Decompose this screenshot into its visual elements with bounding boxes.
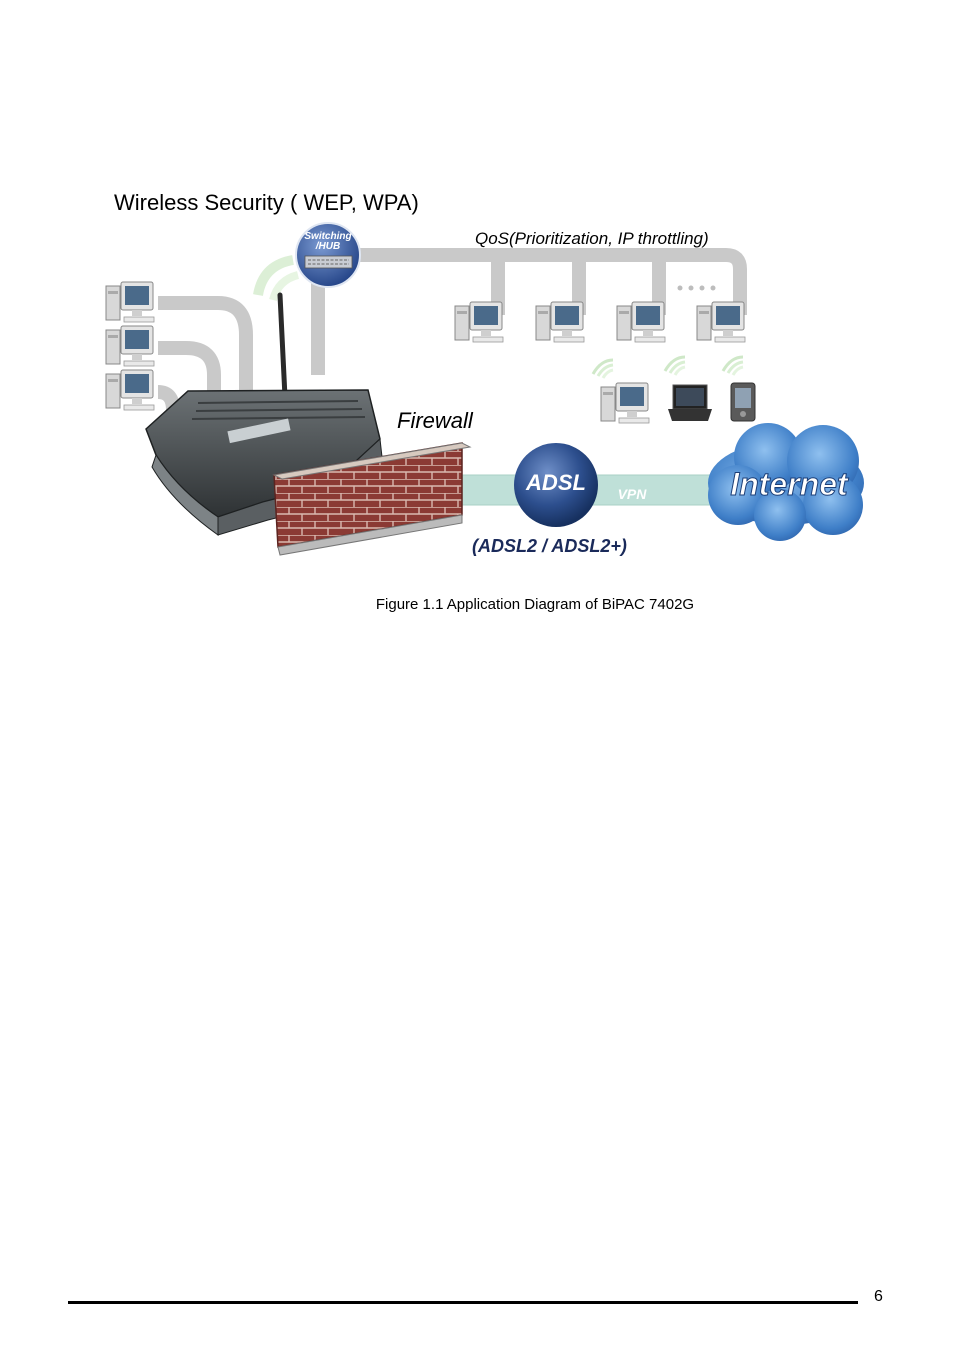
figure-caption: Figure 1.1 Application Diagram of BiPAC … (375, 596, 695, 613)
switching-hub-icon (295, 222, 361, 288)
footer-rule (68, 1301, 858, 1304)
qos-bus-cables (311, 248, 747, 375)
page-number: 6 (874, 1288, 883, 1305)
pc-icon-qos-1 (454, 301, 504, 343)
internet-cloud-icon (708, 423, 864, 541)
pc-icon-left-2 (105, 325, 155, 367)
internet-label: Internet (730, 466, 849, 502)
wireless-waves (253, 255, 300, 302)
switching-hub-label: Switching (304, 231, 351, 242)
more-dots (677, 285, 716, 291)
pc-icon-left-1 (105, 281, 155, 323)
application-diagram: Switching /HUB ADSL VPN Internet Wireles… (105, 190, 864, 556)
pc-icon-qos-2 (535, 301, 585, 343)
pc-icon-qos-4 (696, 301, 746, 343)
firewall-label: Firewall (397, 408, 474, 433)
adsl-label: ADSL (525, 470, 586, 495)
laptop-icon (668, 384, 712, 421)
pc-icon-left-3 (105, 369, 155, 411)
wireless-wave-icons (591, 355, 745, 380)
adsl-globe-icon (514, 443, 598, 527)
firewall-wall-icon (272, 442, 472, 556)
vpn-label: VPN (618, 486, 648, 502)
pc-icon-qos-3 (616, 301, 666, 343)
pda-icon (730, 382, 756, 422)
qos-label: QoS(Prioritization, IP throttling) (475, 229, 709, 248)
adsl-modes-label: (ADSL2 / ADSL2+) (472, 536, 627, 556)
switching-hub-label: /HUB (315, 241, 340, 252)
wireless-desktop-icon (600, 382, 650, 424)
wireless-security-label: Wireless Security ( WEP, WPA) (114, 190, 419, 215)
